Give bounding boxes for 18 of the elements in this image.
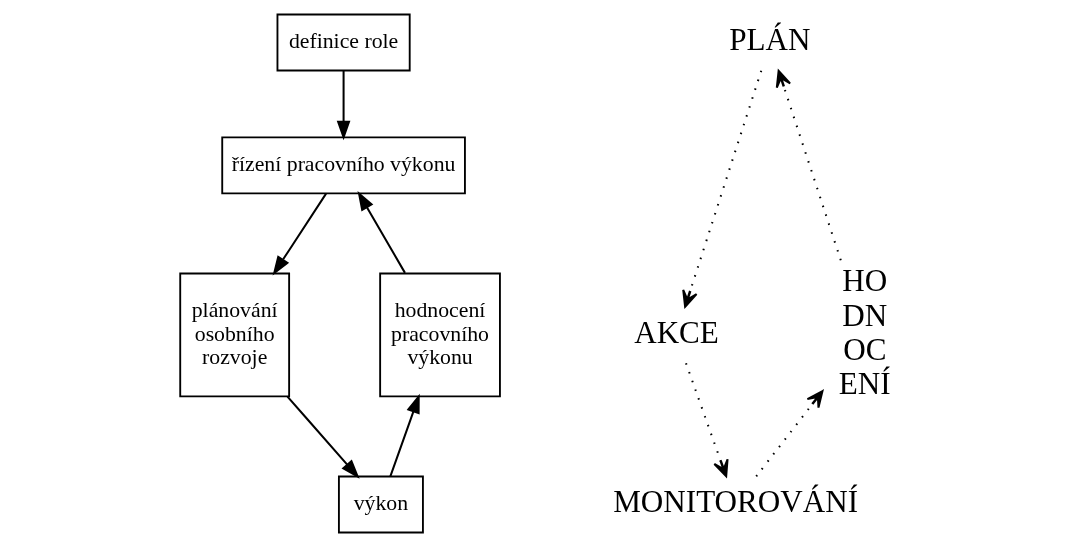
arrow — [336, 70, 351, 141]
arrow — [775, 69, 842, 261]
node-text: HO DN OC ENÍ — [838, 263, 891, 402]
node-box: definice role — [276, 13, 411, 72]
node-box: řízení pracovního výkonu — [221, 136, 466, 195]
node-text: PLÁN — [729, 22, 811, 58]
node-box: plánování osobního rozvoje — [179, 272, 291, 398]
arrow — [357, 191, 406, 274]
node-box: výkon — [337, 475, 424, 534]
arrow — [272, 193, 327, 276]
arrow — [286, 395, 360, 479]
node-box: hodnocení pracovního výkonu — [379, 272, 501, 398]
arrow — [682, 70, 763, 308]
arrow — [755, 390, 824, 477]
node-text: AKCE — [634, 314, 719, 350]
arrow — [685, 362, 729, 478]
node-text: MONITOROVÁNÍ — [613, 484, 859, 520]
arrow — [389, 393, 420, 477]
